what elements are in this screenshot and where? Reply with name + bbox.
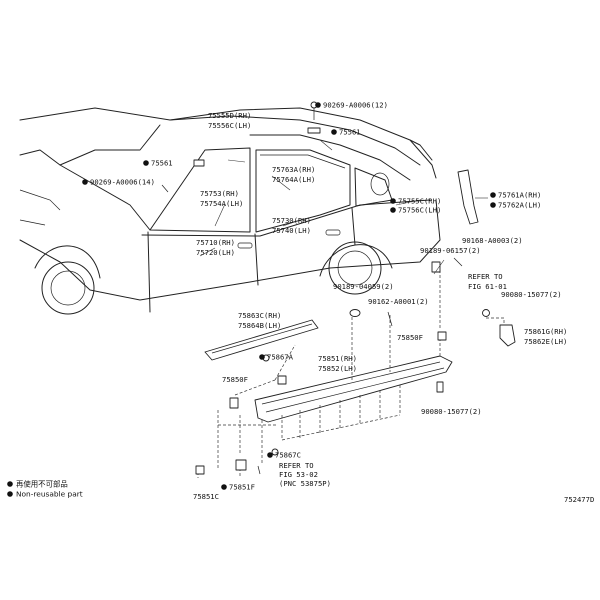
label-75555: 75555D(RH) (208, 111, 251, 120)
bracket-75861-part (499, 324, 516, 347)
label-75851: 75851(RH) (318, 354, 357, 363)
label-90080-right: 90080-15077(2) (501, 290, 562, 299)
label-75755: 75755C(RH) (398, 197, 441, 206)
label-refer-61-line2: FIG 61-01 (468, 282, 507, 291)
label-75761: 75761A(RH) (498, 191, 541, 200)
label-75867c: 75867C (275, 451, 301, 460)
label-75561-right: 75561 (339, 128, 361, 137)
figure-id: 752477D (564, 495, 594, 504)
label-75851f: 75851F (229, 483, 255, 492)
label-75764: 75764A(LH) (272, 175, 315, 184)
label-90162: 90162-A0001(2) (368, 297, 429, 306)
label-75730: 75730(RH) (272, 216, 311, 225)
label-75861: 75861G(RH) (524, 327, 567, 336)
label-75753: 75753(RH) (200, 189, 239, 198)
label-75851c: 75851C (193, 492, 219, 501)
legend-cn-label: 再使用不可部品 (16, 480, 68, 489)
label-75556: 75556C(LH) (208, 121, 251, 130)
rocker-moulding-75863-part (204, 319, 319, 361)
label-75862: 75862E(LH) (524, 337, 567, 346)
label-75762: 75762A(LH) (498, 201, 541, 210)
moulding-75761-part (457, 169, 479, 225)
label-refer-53-line1: REFER TO (279, 461, 314, 470)
label-75867a: 75867A (267, 353, 294, 362)
label-75863: 75863C(RH) (238, 311, 281, 320)
label-75720: 75720(LH) (196, 248, 235, 257)
label-refer-61-line1: REFER TO (468, 272, 503, 281)
legend: 再使用不可部品 Non-reusable part (7, 480, 83, 499)
label-75561-left: 75561 (151, 159, 173, 168)
label-90269-top: 90269-A0006(12) (323, 101, 388, 110)
label-75756: 75756C(LH) (398, 206, 441, 215)
label-75754: 75754A(LH) (200, 199, 243, 208)
leader-lines (199, 139, 488, 275)
car-body-illustration (19, 107, 441, 315)
label-75710: 75710(RH) (196, 238, 235, 247)
label-refer-53-line2: FIG 53-02 (279, 470, 318, 479)
assembly-guides (197, 270, 505, 478)
legend-en-label: Non-reusable part (16, 490, 83, 499)
label-90080-bottom: 90080-15077(2) (421, 407, 482, 416)
label-90189-04059: 90189-04059(2) (333, 282, 394, 291)
label-90189-06157: 90189-06157(2) (420, 246, 481, 255)
label-90168: 90168-A0003(2) (462, 236, 523, 245)
label-75740: 75740(LH) (272, 226, 311, 235)
fasteners (161, 101, 490, 475)
callout-labels: 90269-A0006(12) 75555D(RH) 75556C(LH) 75… (82, 101, 567, 501)
label-75864: 75864B(LH) (238, 321, 281, 330)
label-90269-left: 90269-A0006(14) (90, 178, 155, 187)
label-75852: 75852(LH) (318, 364, 357, 373)
label-75763: 75763A(RH) (272, 165, 315, 174)
label-75850-right: 75850F (397, 333, 423, 342)
label-75850-left: 75850F (222, 375, 248, 384)
label-refer-53-line3: (PNC 53875P) (279, 479, 331, 488)
